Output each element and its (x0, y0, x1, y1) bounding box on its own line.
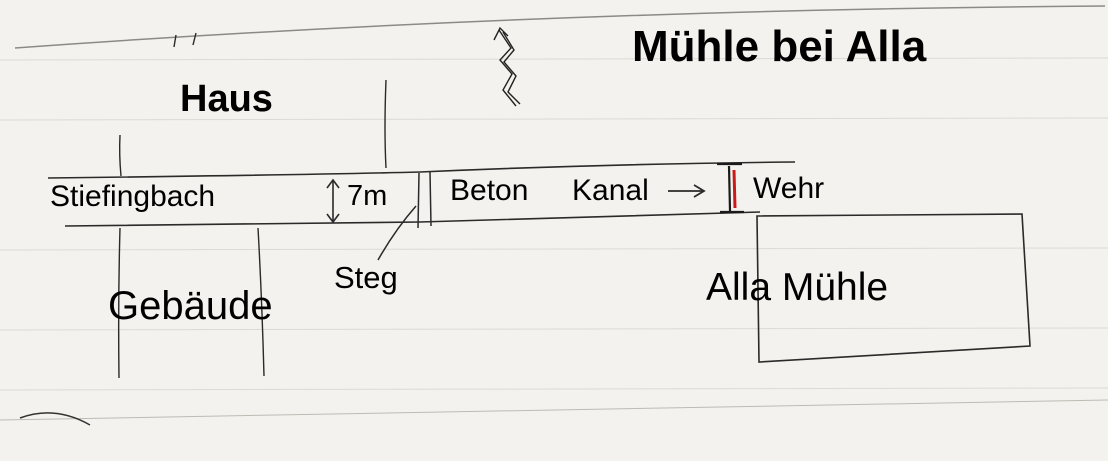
weir-red-mark (732, 169, 737, 209)
alla-muehle-outline (756, 213, 1031, 363)
paper-ruling (0, 57, 1108, 391)
label-kanal: Kanal (572, 174, 649, 207)
paper-top-edge (14, 5, 1106, 49)
label-width: 7m (347, 180, 388, 212)
label-alla-muehle: Alla Mühle (706, 266, 889, 309)
label-gebaeude: Gebäude (108, 284, 273, 328)
label-wehr: Wehr (753, 172, 825, 205)
stream-band (47, 161, 796, 227)
weir-symbol (717, 162, 744, 214)
label-stiefingbach: Stiefingbach (50, 180, 216, 213)
label-haus: Haus (180, 78, 273, 120)
corner-curl (19, 412, 91, 426)
width-arrow (326, 178, 340, 224)
label-beton: Beton (450, 174, 529, 207)
kanal-arrow (668, 184, 706, 198)
paper-bottom-edge (0, 399, 1108, 421)
diagram-title: Mühle bei Alla (632, 22, 927, 71)
label-steg: Steg (334, 260, 398, 295)
building-lines (117, 32, 387, 379)
steg-marks (377, 171, 432, 261)
north-arrow-icon (493, 26, 521, 107)
